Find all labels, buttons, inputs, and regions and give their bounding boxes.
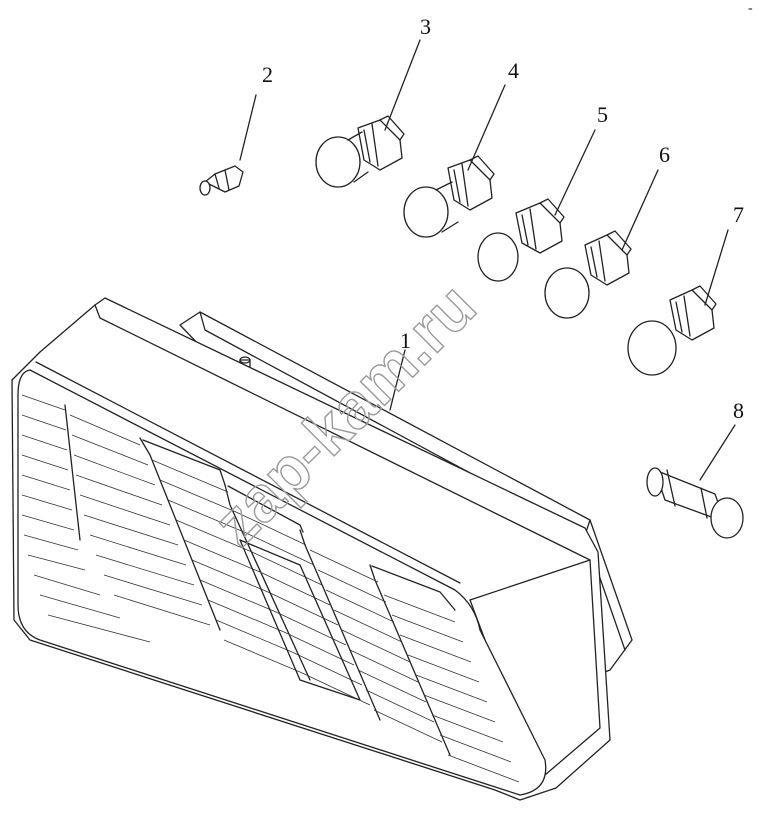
bulb-part-6	[544, 230, 632, 319]
callout-4: 4	[508, 58, 519, 83]
callout-8: 8	[733, 398, 744, 423]
callout-5: 5	[597, 102, 608, 127]
leader-lines	[239, 39, 736, 481]
tail-lamp-housing	[11, 297, 633, 801]
callout-6: 6	[659, 142, 670, 167]
bulb-part-5	[477, 198, 565, 282]
bulb-part-7	[627, 285, 717, 376]
bulb-part-3	[315, 115, 405, 188]
lens-ribs	[21, 394, 520, 783]
corner-mark: -	[748, 1, 753, 16]
callout-3: 3	[420, 14, 431, 39]
callout-2: 2	[262, 62, 273, 87]
callout-7: 7	[733, 202, 744, 227]
callout-1: 1	[400, 328, 411, 353]
bulb-part-4	[403, 155, 495, 238]
bulb-part-8	[646, 467, 744, 539]
bulb-part-2	[199, 165, 244, 196]
